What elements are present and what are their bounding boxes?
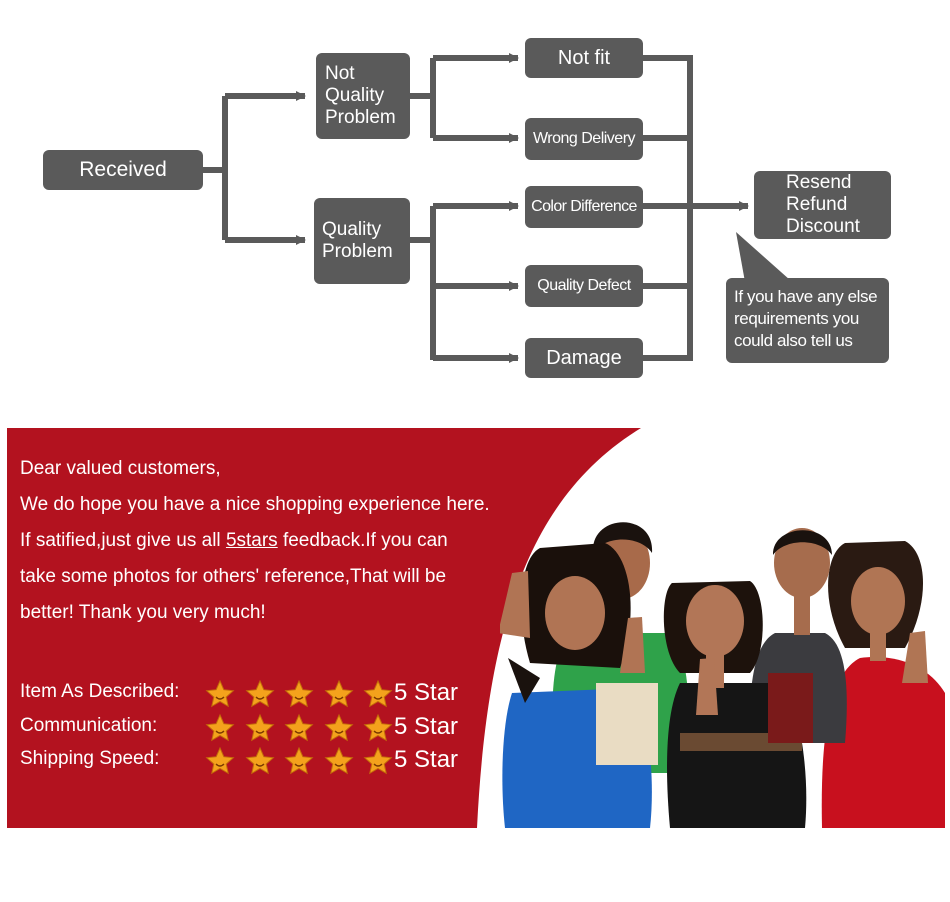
solution-discount: Discount (786, 216, 860, 237)
star-icon (284, 713, 314, 742)
star-icon (324, 746, 353, 775)
person-center-black-top (663, 581, 813, 828)
greeting-text: Dear valued customers, (20, 458, 221, 479)
five-stars-link: 5stars (225, 530, 278, 551)
rating-label: Communication: (20, 715, 158, 736)
star-icon (205, 746, 235, 775)
not-quality-line-2: Quality (325, 85, 385, 106)
rating-label: Shipping Speed: (20, 748, 160, 769)
star-icon (324, 679, 353, 708)
connector-not-quality-trunk (408, 58, 436, 138)
not-fit-label: Not fit (557, 46, 611, 69)
connector-quality-trunk (408, 206, 436, 360)
message-line-2: We do hope you have a nice shopping expe… (20, 494, 490, 515)
not-quality-line-3: Problem (325, 107, 396, 128)
star-icon (363, 746, 393, 775)
star-icon (205, 713, 235, 742)
star-icon (363, 679, 393, 708)
message-line-3-end: feedback.If you can (277, 530, 448, 551)
color-difference-label: Color Difference (531, 198, 637, 215)
wrong-delivery-label: Wrong Delivery (532, 130, 636, 147)
star-icon (245, 679, 274, 708)
wrong-delivery-box: Wrong Delivery (525, 118, 643, 160)
message-line-5: better! Thank you very much! (20, 602, 266, 623)
note-line-3: could also tell us (734, 331, 853, 350)
solutions-box: Resend Refund Discount (754, 171, 891, 239)
note-line-1: If you have any else (734, 287, 878, 306)
star-icon (245, 713, 274, 742)
color-difference-box: Color Difference (525, 186, 643, 228)
star-icon (205, 679, 235, 708)
not-quality-problem-box: Not Quality Problem (316, 53, 410, 139)
quality-defect-box: Quality Defect (525, 265, 643, 307)
banner-background (7, 428, 641, 828)
note-pointer (736, 232, 790, 282)
quality-problem-box: Quality Problem (314, 198, 410, 284)
message-line-3-start: If satified,just give us all (20, 530, 226, 551)
solution-resend: Resend (786, 172, 852, 193)
not-fit-box: Not fit (525, 38, 643, 78)
quality-line-1: Quality (322, 219, 382, 240)
not-quality-line-1: Not (325, 63, 355, 84)
message-line-3: If satified,just give us all 5stars feed… (20, 530, 448, 552)
rating-label: Item As Described: (20, 681, 180, 702)
person-left-blue-top (500, 543, 658, 828)
damage-label: Damage (546, 346, 622, 369)
quality-defect-label: Quality Defect (537, 277, 631, 294)
feedback-banner: Dear valued customers, We do hope you ha… (7, 428, 950, 828)
star-icon (284, 679, 314, 708)
message-line-4: take some photos for others' reference,T… (20, 566, 447, 587)
star-icon (363, 713, 393, 742)
damage-box: Damage (525, 338, 643, 378)
solution-refund: Refund (786, 194, 848, 215)
received-label: Received (79, 158, 167, 181)
note-bubble: If you have any else requirements you co… (726, 278, 889, 363)
note-line-2: requirements you (734, 309, 859, 328)
connector-right-collector (640, 55, 693, 361)
star-icon (324, 713, 353, 742)
flowchart-connectors (200, 53, 790, 363)
received-box: Received (43, 150, 203, 190)
rating-value: 5 Star (394, 746, 459, 773)
rating-value: 5 Star (394, 713, 459, 740)
quality-line-2: Problem (322, 241, 393, 262)
rating-value: 5 Star (394, 679, 459, 706)
star-icon (284, 746, 314, 775)
group-of-students-thumbs-up-photo (500, 522, 945, 828)
star-icon (245, 746, 274, 775)
person-right-red-top (821, 541, 945, 828)
connector-received-trunk (200, 96, 228, 240)
